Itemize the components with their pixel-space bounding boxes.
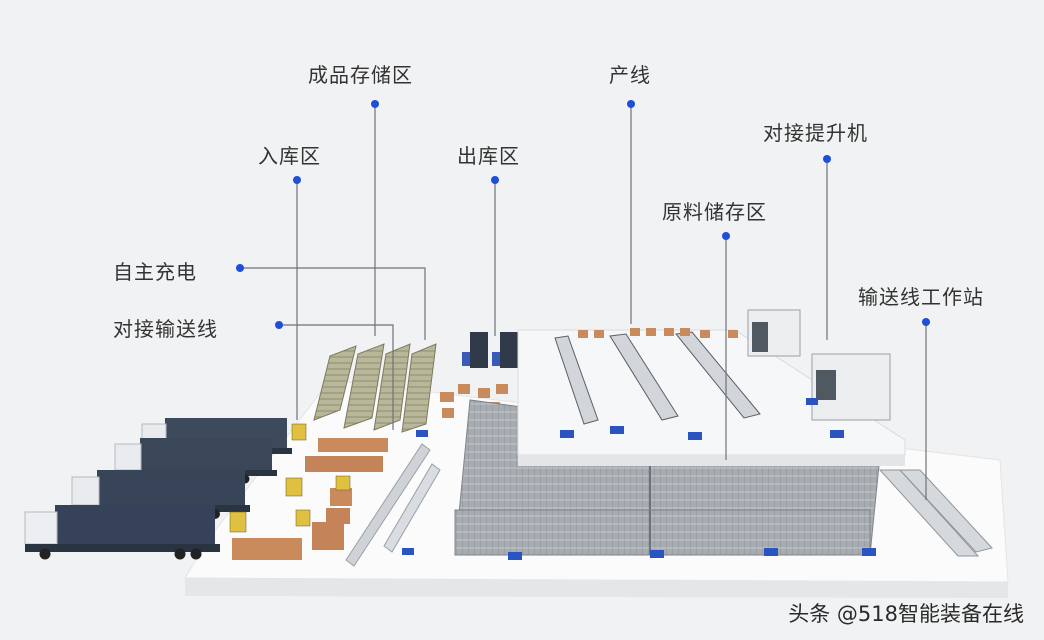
marker-dot — [293, 176, 301, 184]
marker-dot — [236, 264, 244, 272]
lift-docking-station — [748, 310, 800, 356]
label-lift-docking: 对接提升机 — [763, 117, 868, 146]
marker-dot — [491, 176, 499, 184]
marker-dot — [823, 155, 831, 163]
label-production-line: 产线 — [609, 59, 651, 88]
marker-dot — [275, 321, 283, 329]
watermark: 头条 @518智能装备在线 — [788, 598, 1024, 628]
label-conveyor-docking: 对接输送线 — [113, 313, 218, 342]
label-raw-material-storage: 原料储存区 — [662, 196, 767, 225]
production-deck — [518, 310, 905, 466]
marker-dot — [922, 318, 930, 326]
label-outbound-zone: 出库区 — [457, 140, 520, 169]
marker-dot — [722, 232, 730, 240]
outbound-doors — [462, 332, 518, 368]
label-conveyor-workstation: 输送线工作站 — [858, 281, 984, 310]
marker-dot — [627, 100, 635, 108]
conveyor-workstation — [812, 354, 890, 420]
marker-dot — [371, 100, 379, 108]
label-finished-storage: 成品存储区 — [308, 59, 413, 88]
leader-auto-charging — [240, 268, 425, 340]
truck — [25, 505, 220, 560]
label-inbound-zone: 入库区 — [258, 140, 321, 169]
label-auto-charging: 自主充电 — [113, 256, 197, 285]
